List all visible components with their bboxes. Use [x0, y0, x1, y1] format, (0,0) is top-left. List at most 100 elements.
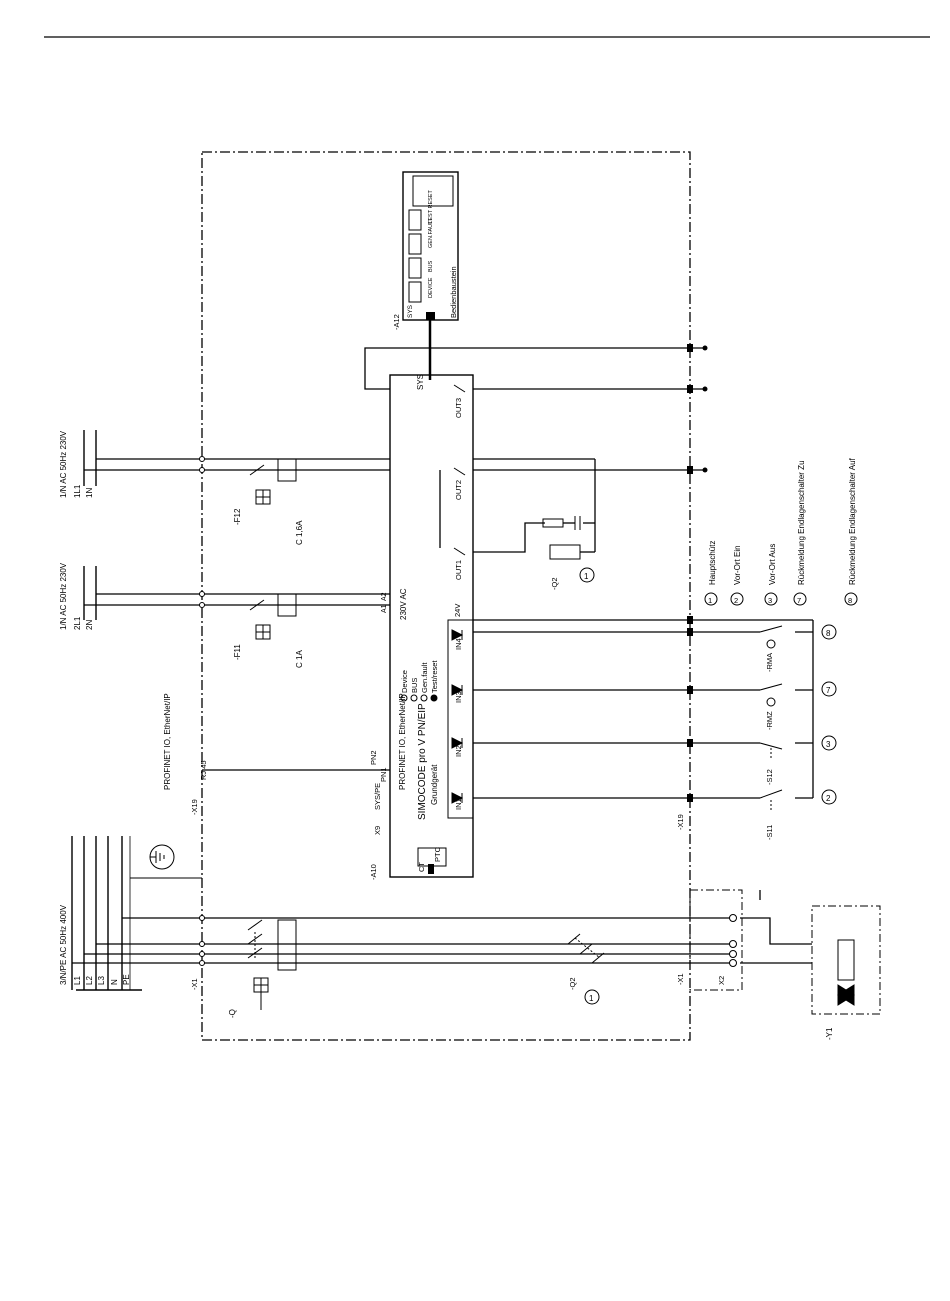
legend-marker-7: 7: [797, 596, 801, 605]
x1-right-label: -X1: [676, 973, 685, 985]
fuse-f11: [249, 593, 297, 640]
in4-label: IN4: [454, 638, 463, 650]
f11-terminals: [199, 591, 205, 608]
out1-label: OUT1: [454, 560, 463, 580]
fuse-f12: [249, 458, 297, 505]
simocode-subtitle: Grundgerät: [430, 764, 439, 805]
operator-panel-led-bus: BUS: [428, 260, 434, 272]
switch-markers: [821, 624, 837, 805]
simocode-24v: 24V: [453, 604, 462, 617]
f11-supply-conductors: [83, 566, 97, 620]
simocode-network: PROFINET IO, EtherNet/IP: [398, 693, 407, 790]
switch-s12: -S12: [765, 769, 774, 785]
fuse-f12-ref: -F12: [233, 508, 242, 525]
conductor-pe: PE: [122, 974, 131, 985]
conductor-l1: L1: [73, 976, 82, 985]
in1-label: IN1: [454, 798, 463, 810]
simocode-sys: SYS: [416, 374, 425, 390]
contactor-q2-marker-2: 1: [589, 994, 594, 1003]
simocode-ct: CT: [417, 862, 426, 872]
main-switch-ref: -Q: [228, 1009, 237, 1018]
led-device: Device: [400, 670, 409, 693]
field-switches: [759, 625, 783, 810]
control-wiring: [364, 318, 814, 799]
contactor-q2-main-contacts: [567, 933, 605, 964]
x19-terminal-label: -X19: [190, 799, 199, 815]
x1-left-label: -X1: [190, 978, 199, 990]
ct-socket-icon: [428, 864, 434, 874]
switch-marker-2: 2: [826, 794, 831, 803]
simocode-basic-unit: SIMOCODE pro V PN/EIP Grundgerät PROFINE…: [369, 374, 474, 880]
legend-text-7: Rückmeldung Endlagenschalter Zu: [797, 460, 806, 585]
switch-rmz: -RMZ: [765, 711, 774, 730]
simocode-pn1: PN1: [379, 767, 388, 782]
legend-text-3: Vor-Ort Aus: [768, 544, 777, 585]
f12-lines: [84, 458, 595, 471]
legend-markers: [704, 592, 858, 606]
operator-panel-led-test: TEST RESET: [428, 190, 434, 224]
fuse-f12-rating: C 1,6A: [295, 520, 304, 545]
switch-marker-8: 8: [826, 629, 831, 638]
input-diodes: [451, 629, 464, 804]
led-icons: [400, 694, 438, 702]
conductor-1n: 1N: [85, 488, 94, 498]
switch-marker-3: 3: [826, 740, 831, 749]
fuse-f11-ref: -F11: [233, 644, 242, 660]
x2-terminal-box: [689, 889, 743, 991]
conductor-2l1: 2L1: [73, 616, 82, 630]
simocode-a1: A1: [381, 604, 388, 613]
three-phase-supply: [71, 836, 142, 991]
contactor-q2-marker-2-circle: [584, 989, 600, 1005]
legend-marker-1: 1: [708, 596, 712, 605]
out3-label: OUT3: [454, 398, 463, 418]
simocode-a2: A2: [381, 592, 388, 601]
legend-marker-2: 2: [734, 596, 738, 605]
legend-text-2: Vor-Ort Ein: [733, 545, 742, 585]
in2-label: IN2: [454, 745, 463, 757]
simocode-x9: X9: [373, 826, 382, 835]
led-bus: BUS: [410, 678, 419, 693]
panel-buttons: [408, 209, 422, 303]
operator-panel-led-device: DEVICE: [428, 277, 434, 298]
conductor-n: N: [110, 979, 119, 985]
operator-panel-a12: [402, 171, 459, 321]
legend-marker-8: 8: [848, 596, 852, 605]
switch-marker-7: 7: [826, 686, 831, 695]
led-test-reset: Test/reset: [430, 660, 439, 693]
operator-panel-sys: SYS: [407, 304, 414, 318]
operator-panel-ref: -A12: [392, 314, 401, 330]
contactor-q2-marker-circle: [579, 567, 595, 583]
legend-text-1: Hauptschütz: [708, 541, 717, 585]
f12-supply-conductors: [83, 430, 97, 486]
contactor-q2-ref: -Q2: [550, 577, 559, 590]
led-gen-fault: Gen.fault: [420, 662, 429, 693]
conductor-2n: 2N: [85, 620, 94, 630]
main-switch-q: [247, 919, 297, 1010]
x19-right-label: -X19: [676, 814, 685, 830]
output-contacts: [453, 384, 466, 556]
f12-terminals: [199, 456, 205, 473]
network-title: PROFINET IO, EtherNet/IP: [163, 693, 172, 790]
simocode-title: SIMOCODE pro V PN/EIP: [417, 703, 428, 820]
out2-label: OUT2: [454, 480, 463, 500]
simocode-pn2: PN2: [369, 750, 378, 765]
f11-supply-title: 1/N AC 50Hz 230V: [59, 562, 68, 630]
simocode-ptc: PTC: [433, 846, 442, 862]
conductor-l3: L3: [97, 976, 106, 985]
simocode-supply: 230V AC: [399, 588, 408, 620]
contactor-q2-coil: [542, 516, 581, 560]
contactor-q2-marker: 1: [584, 572, 589, 581]
operator-panel-led-fault: GEN.FAULT: [428, 217, 434, 248]
terminal-dots-x1-left: [199, 915, 205, 966]
x2-label: X2: [717, 976, 726, 985]
external-terminals: [702, 345, 708, 473]
y1-actuator-box: [811, 905, 881, 1015]
earth-icon: [149, 844, 175, 870]
legend-marker-3: 3: [768, 596, 772, 605]
operator-panel-label: Bedienbaustein: [449, 266, 458, 318]
conductor-l2: L2: [85, 976, 94, 985]
load-wiring: [690, 890, 812, 964]
f11-lines: [84, 593, 390, 606]
actuator-y1: [837, 939, 855, 1006]
